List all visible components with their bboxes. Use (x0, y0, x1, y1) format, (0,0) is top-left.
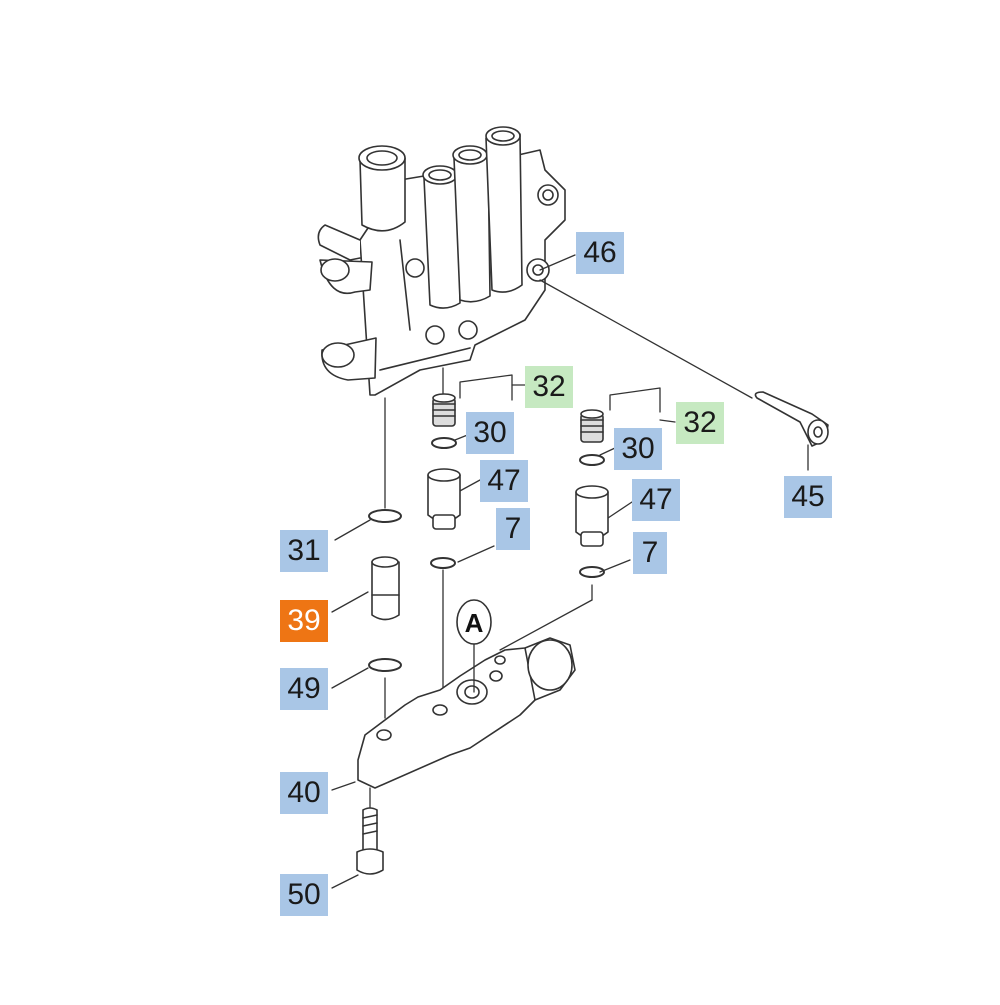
valve-assembly-right (575, 409, 609, 578)
callout-32-left[interactable]: 32 (525, 366, 573, 408)
callout-31[interactable]: 31 (280, 530, 328, 572)
callout-46[interactable]: 46 (576, 232, 624, 274)
callout-39-selected[interactable]: 39 (280, 600, 328, 642)
callout-7-left[interactable]: 7 (496, 508, 530, 550)
callout-45[interactable]: 45 (784, 476, 832, 518)
callout-30-right[interactable]: 30 (614, 428, 662, 470)
callout-7-right[interactable]: 7 (633, 532, 667, 574)
pump-head-manifold (317, 126, 566, 396)
bushing-stack (368, 509, 402, 672)
callout-49[interactable]: 49 (280, 668, 328, 710)
leader-lines (331, 254, 809, 889)
callout-47-right[interactable]: 47 (632, 479, 680, 521)
bolt-50 (356, 807, 384, 875)
detail-marker-a: A (456, 599, 492, 693)
callout-40[interactable]: 40 (280, 772, 328, 814)
screw-45 (754, 391, 829, 447)
lower-manifold (357, 637, 576, 789)
callout-30-left[interactable]: 30 (466, 412, 514, 454)
callout-47-left[interactable]: 47 (480, 460, 528, 502)
detail-marker-label: A (465, 608, 484, 638)
valve-assembly-left (427, 393, 461, 569)
callout-32-right[interactable]: 32 (676, 402, 724, 444)
callout-50[interactable]: 50 (280, 874, 328, 916)
